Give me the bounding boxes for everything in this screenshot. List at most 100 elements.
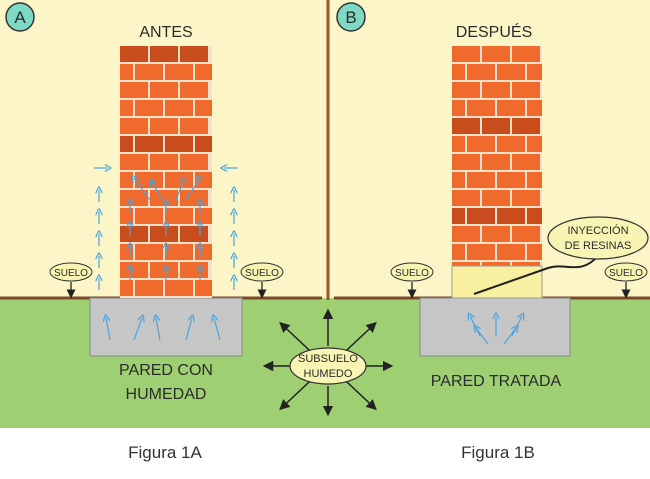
brick	[467, 64, 495, 80]
brick	[512, 226, 540, 242]
caption-strip	[0, 428, 650, 479]
sky-background	[0, 0, 650, 298]
brick	[120, 82, 148, 98]
brick	[150, 154, 178, 170]
brick	[452, 244, 465, 260]
brick	[195, 64, 212, 80]
brick	[120, 136, 133, 152]
brick	[452, 118, 480, 134]
brick	[527, 244, 542, 260]
brick	[527, 136, 542, 152]
moisture-arrow	[133, 318, 142, 341]
brick	[165, 64, 193, 80]
moisture-arrow	[476, 328, 489, 345]
subsoil-arrow	[344, 379, 377, 411]
brick-wall-b	[452, 46, 542, 266]
moisture-arrow	[134, 178, 151, 201]
soil-tag-a-right: SUELO	[240, 262, 284, 299]
brick	[150, 118, 178, 134]
brick	[180, 262, 208, 278]
brick	[195, 244, 212, 260]
injection-pointer	[473, 255, 599, 295]
brick	[135, 208, 163, 224]
svg-text:HUMEDO: HUMEDO	[304, 368, 353, 380]
brick	[120, 172, 133, 188]
moisture-arrow	[106, 318, 111, 341]
brick	[180, 190, 208, 206]
brick	[120, 262, 148, 278]
brick	[150, 262, 178, 278]
brick	[195, 208, 212, 224]
brick	[452, 190, 480, 206]
brick	[497, 100, 525, 116]
brick-wall-a	[120, 46, 212, 298]
brick	[135, 280, 163, 296]
brick	[497, 172, 525, 188]
brick	[165, 208, 193, 224]
brick	[467, 100, 495, 116]
brick	[527, 64, 542, 80]
brick	[180, 154, 208, 170]
moisture-arrow	[156, 318, 161, 341]
resin-barrier	[451, 265, 543, 299]
moisture-arrow	[185, 178, 200, 201]
brick	[497, 64, 525, 80]
brick	[467, 136, 495, 152]
brick	[482, 46, 510, 62]
brick	[452, 82, 480, 98]
brick	[120, 46, 148, 62]
brick	[512, 82, 540, 98]
brick	[120, 226, 148, 242]
brick	[497, 208, 525, 224]
subsoil-arrow	[279, 379, 312, 411]
svg-text:SUELO: SUELO	[54, 268, 88, 279]
brick	[165, 280, 193, 296]
svg-text:SUELO: SUELO	[395, 268, 429, 279]
brick	[150, 82, 178, 98]
moisture-arrow	[185, 318, 192, 341]
brick	[452, 64, 465, 80]
caption-a-line1: PARED CON	[119, 362, 213, 379]
moisture-arrow	[503, 328, 516, 345]
brick	[135, 100, 163, 116]
brick	[195, 136, 212, 152]
brick	[497, 136, 525, 152]
brick	[120, 64, 133, 80]
brick	[527, 100, 542, 116]
subsoil-arrow	[279, 321, 312, 353]
brick	[195, 100, 212, 116]
svg-text:DE RESINAS: DE RESINAS	[565, 240, 632, 252]
soil-tag-b-right: SUELO	[604, 262, 648, 299]
moisture-arrow	[175, 180, 184, 201]
badge-b: B	[336, 2, 366, 32]
brick	[452, 172, 465, 188]
brick	[512, 190, 540, 206]
brick	[452, 208, 465, 224]
figure-caption-a: Figura 1A	[128, 443, 202, 462]
brick	[452, 46, 480, 62]
caption-a-line2: HUMEDAD	[126, 386, 207, 403]
brick	[452, 136, 465, 152]
brick	[195, 280, 212, 296]
svg-text:SUELO: SUELO	[245, 268, 279, 279]
brick	[512, 262, 540, 266]
brick	[452, 100, 465, 116]
moisture-arrow	[152, 182, 163, 201]
brick	[452, 226, 480, 242]
brick	[452, 262, 480, 266]
brick	[195, 172, 212, 188]
brick	[135, 64, 163, 80]
brick	[135, 136, 163, 152]
brick	[527, 208, 542, 224]
brick	[165, 100, 193, 116]
brick	[120, 154, 148, 170]
caption-b: PARED TRATADA	[431, 373, 562, 390]
figure-caption-b: Figura 1B	[461, 443, 535, 462]
brick	[150, 190, 178, 206]
brick	[482, 262, 510, 266]
brick	[512, 154, 540, 170]
brick	[180, 46, 208, 62]
foundation-a	[89, 297, 243, 357]
brick	[512, 118, 540, 134]
